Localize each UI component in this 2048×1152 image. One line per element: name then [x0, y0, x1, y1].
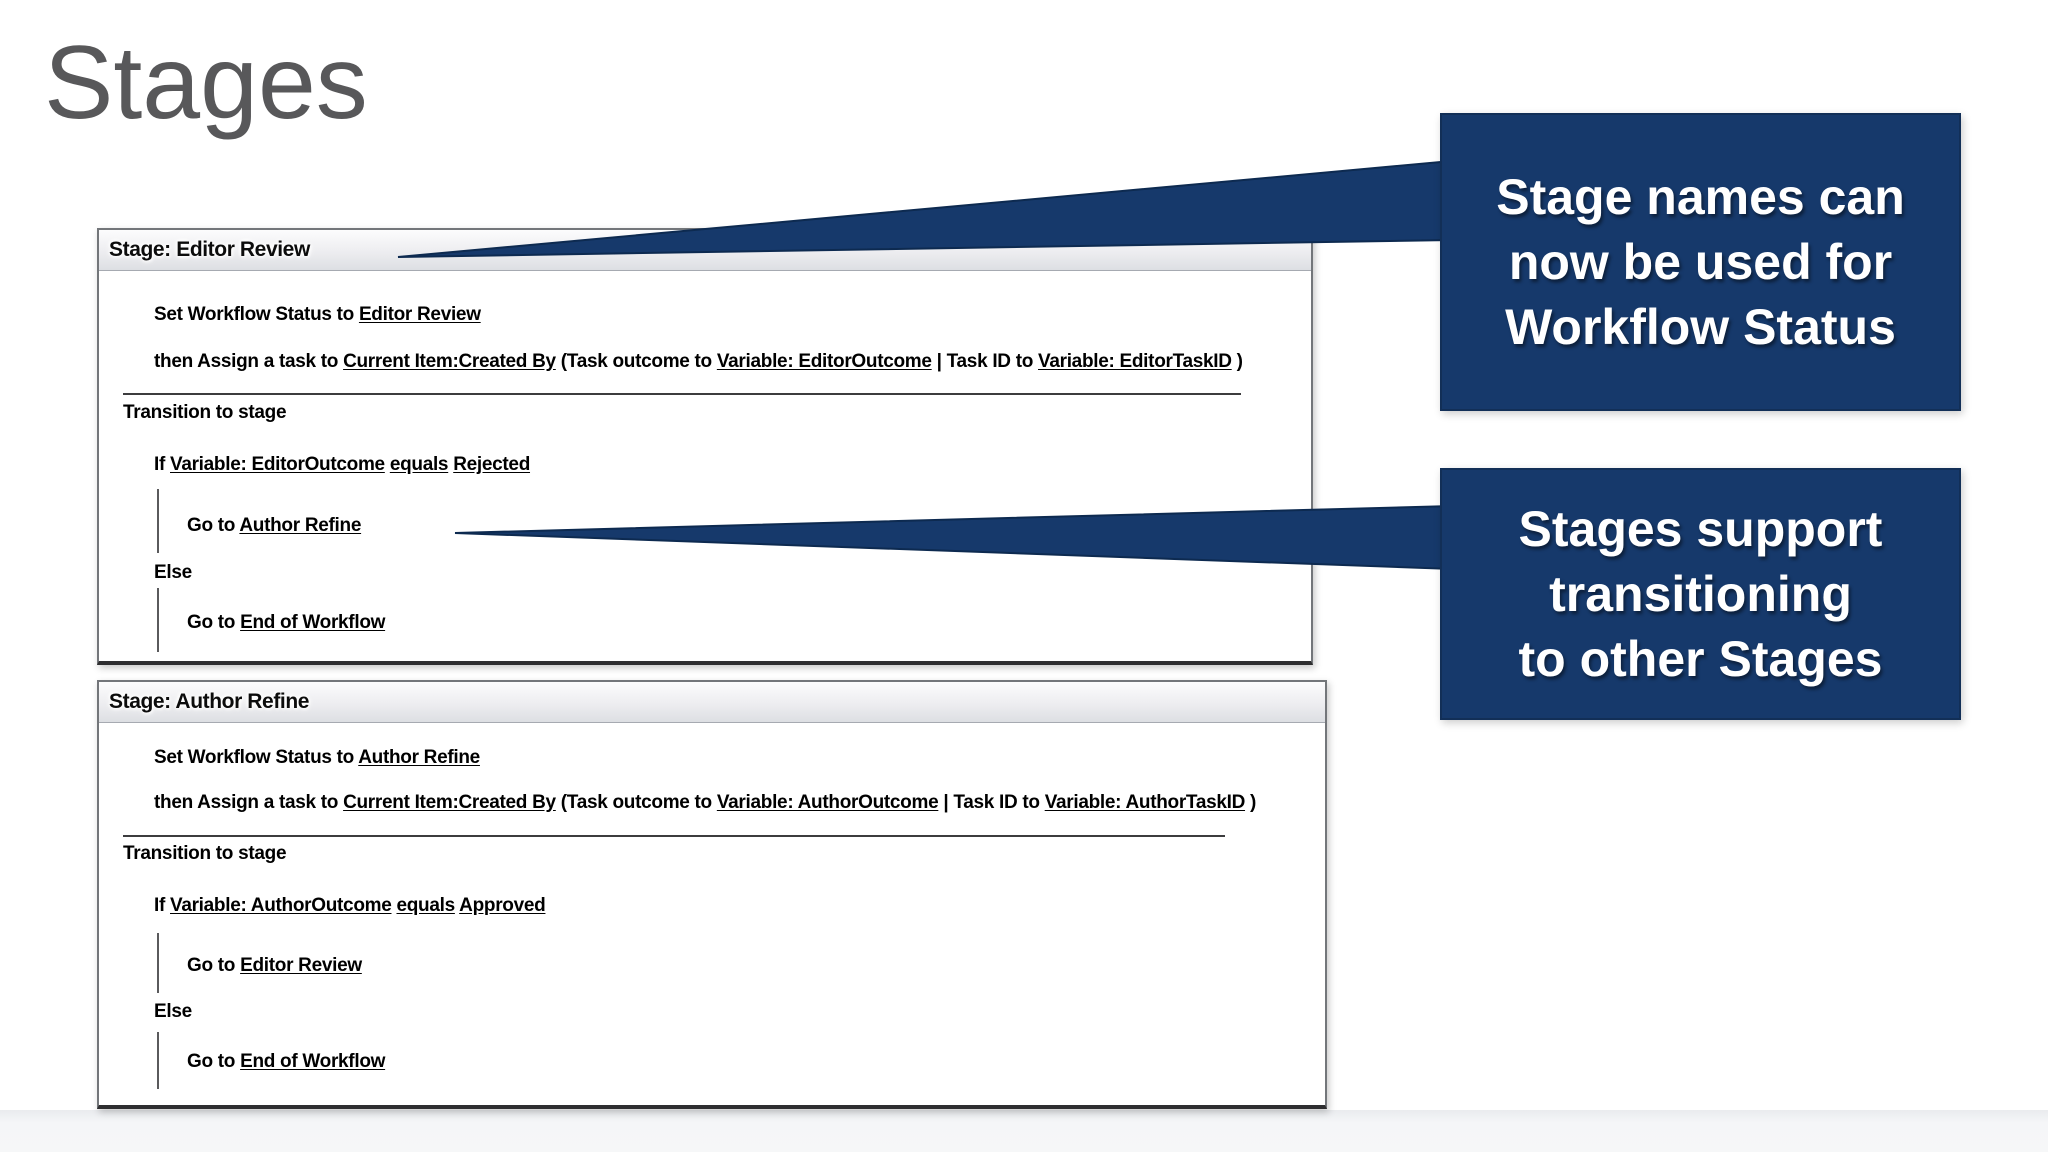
- else-label: Else: [154, 1001, 192, 1022]
- goto-if-line: Go to Author Refine: [187, 513, 361, 539]
- assign-task-line: then Assign a task to Current Item:Creat…: [154, 790, 1256, 816]
- workflow-link[interactable]: Approved: [459, 895, 546, 916]
- branch-line: [157, 1032, 159, 1089]
- workflow-link[interactable]: Variable: EditorOutcome: [170, 454, 385, 475]
- workflow-link[interactable]: Current Item:Created By: [343, 351, 556, 372]
- workflow-text: (Task outcome to: [555, 792, 717, 813]
- if-condition-line: If Variable: AuthorOutcome equals Approv…: [154, 893, 546, 919]
- stage-header-title: Stage: Editor Review: [109, 238, 310, 261]
- workflow-link[interactable]: End of Workflow: [240, 1051, 386, 1072]
- transition-to-stage-label: Transition to stage: [123, 402, 287, 423]
- workflow-text: If: [154, 454, 170, 475]
- workflow-text: If: [154, 895, 170, 916]
- workflow-link[interactable]: Editor Review: [358, 304, 481, 325]
- workflow-link[interactable]: equals: [389, 454, 449, 475]
- workflow-text: then Assign a task to: [154, 351, 344, 372]
- workflow-link[interactable]: Variable: AuthorTaskID: [1044, 792, 1246, 813]
- workflow-text: (Task outcome to: [555, 351, 717, 372]
- callout-stage-transitions: Stages support transitioning to other St…: [1440, 468, 1961, 720]
- branch-line: [157, 588, 159, 652]
- stage-box-editor-review: Stage: Editor Review Set Workflow Status…: [97, 228, 1313, 665]
- workflow-text: ): [1231, 351, 1243, 372]
- goto-else-line: Go to End of Workflow: [187, 1049, 385, 1075]
- workflow-link[interactable]: Variable: AuthorOutcome: [170, 895, 392, 916]
- workflow-link[interactable]: Variable: EditorOutcome: [716, 351, 932, 372]
- callout-stage-names: Stage names can now be used for Workflow…: [1440, 113, 1961, 411]
- goto-if-line: Go to Editor Review: [187, 953, 362, 979]
- assign-task-line: then Assign a task to Current Item:Creat…: [154, 349, 1243, 375]
- workflow-text: Go to: [187, 515, 240, 536]
- slide-title: Stages: [44, 25, 368, 141]
- workflow-text: Go to: [187, 1051, 241, 1072]
- workflow-text: Set Workflow Status to: [154, 747, 359, 768]
- workflow-text: ): [1245, 792, 1257, 813]
- workflow-link[interactable]: Rejected: [453, 454, 531, 475]
- workflow-text: then Assign a task to: [154, 792, 344, 813]
- set-workflow-status-line: Set Workflow Status to Editor Review: [154, 302, 481, 328]
- workflow-link[interactable]: Editor Review: [240, 955, 362, 976]
- workflow-link[interactable]: Variable: EditorTaskID: [1038, 351, 1232, 372]
- stage-header: Stage: Author Refine: [99, 682, 1325, 723]
- bottom-strip: [0, 1110, 2048, 1152]
- workflow-link[interactable]: Variable: AuthorOutcome: [716, 792, 939, 813]
- workflow-link[interactable]: Author Refine: [358, 747, 480, 768]
- if-condition-line: If Variable: EditorOutcome equals Reject…: [154, 452, 530, 478]
- stage-header: Stage: Editor Review: [99, 230, 1311, 271]
- workflow-text: Set Workflow Status to: [154, 304, 359, 325]
- workflow-text: Go to: [187, 612, 241, 633]
- branch-line: [157, 933, 159, 993]
- workflow-link[interactable]: equals: [396, 895, 455, 916]
- workflow-text: Go to: [187, 955, 241, 976]
- set-workflow-status-line: Set Workflow Status to Author Refine: [154, 745, 480, 771]
- workflow-link[interactable]: Author Refine: [239, 515, 362, 536]
- workflow-text: | Task ID to: [931, 351, 1039, 372]
- transition-separator: [123, 835, 1225, 837]
- stage-header-title: Stage: Author Refine: [109, 690, 310, 713]
- else-label: Else: [154, 562, 192, 583]
- workflow-text: | Task ID to: [938, 792, 1045, 813]
- stage-box-author-refine: Stage: Author Refine Set Workflow Status…: [97, 680, 1327, 1109]
- branch-line: [157, 489, 159, 553]
- transition-separator: [123, 393, 1241, 395]
- transition-to-stage-label: Transition to stage: [123, 843, 287, 864]
- workflow-link[interactable]: Current Item:Created By: [343, 792, 556, 813]
- workflow-link[interactable]: End of Workflow: [240, 612, 386, 633]
- goto-else-line: Go to End of Workflow: [187, 610, 385, 636]
